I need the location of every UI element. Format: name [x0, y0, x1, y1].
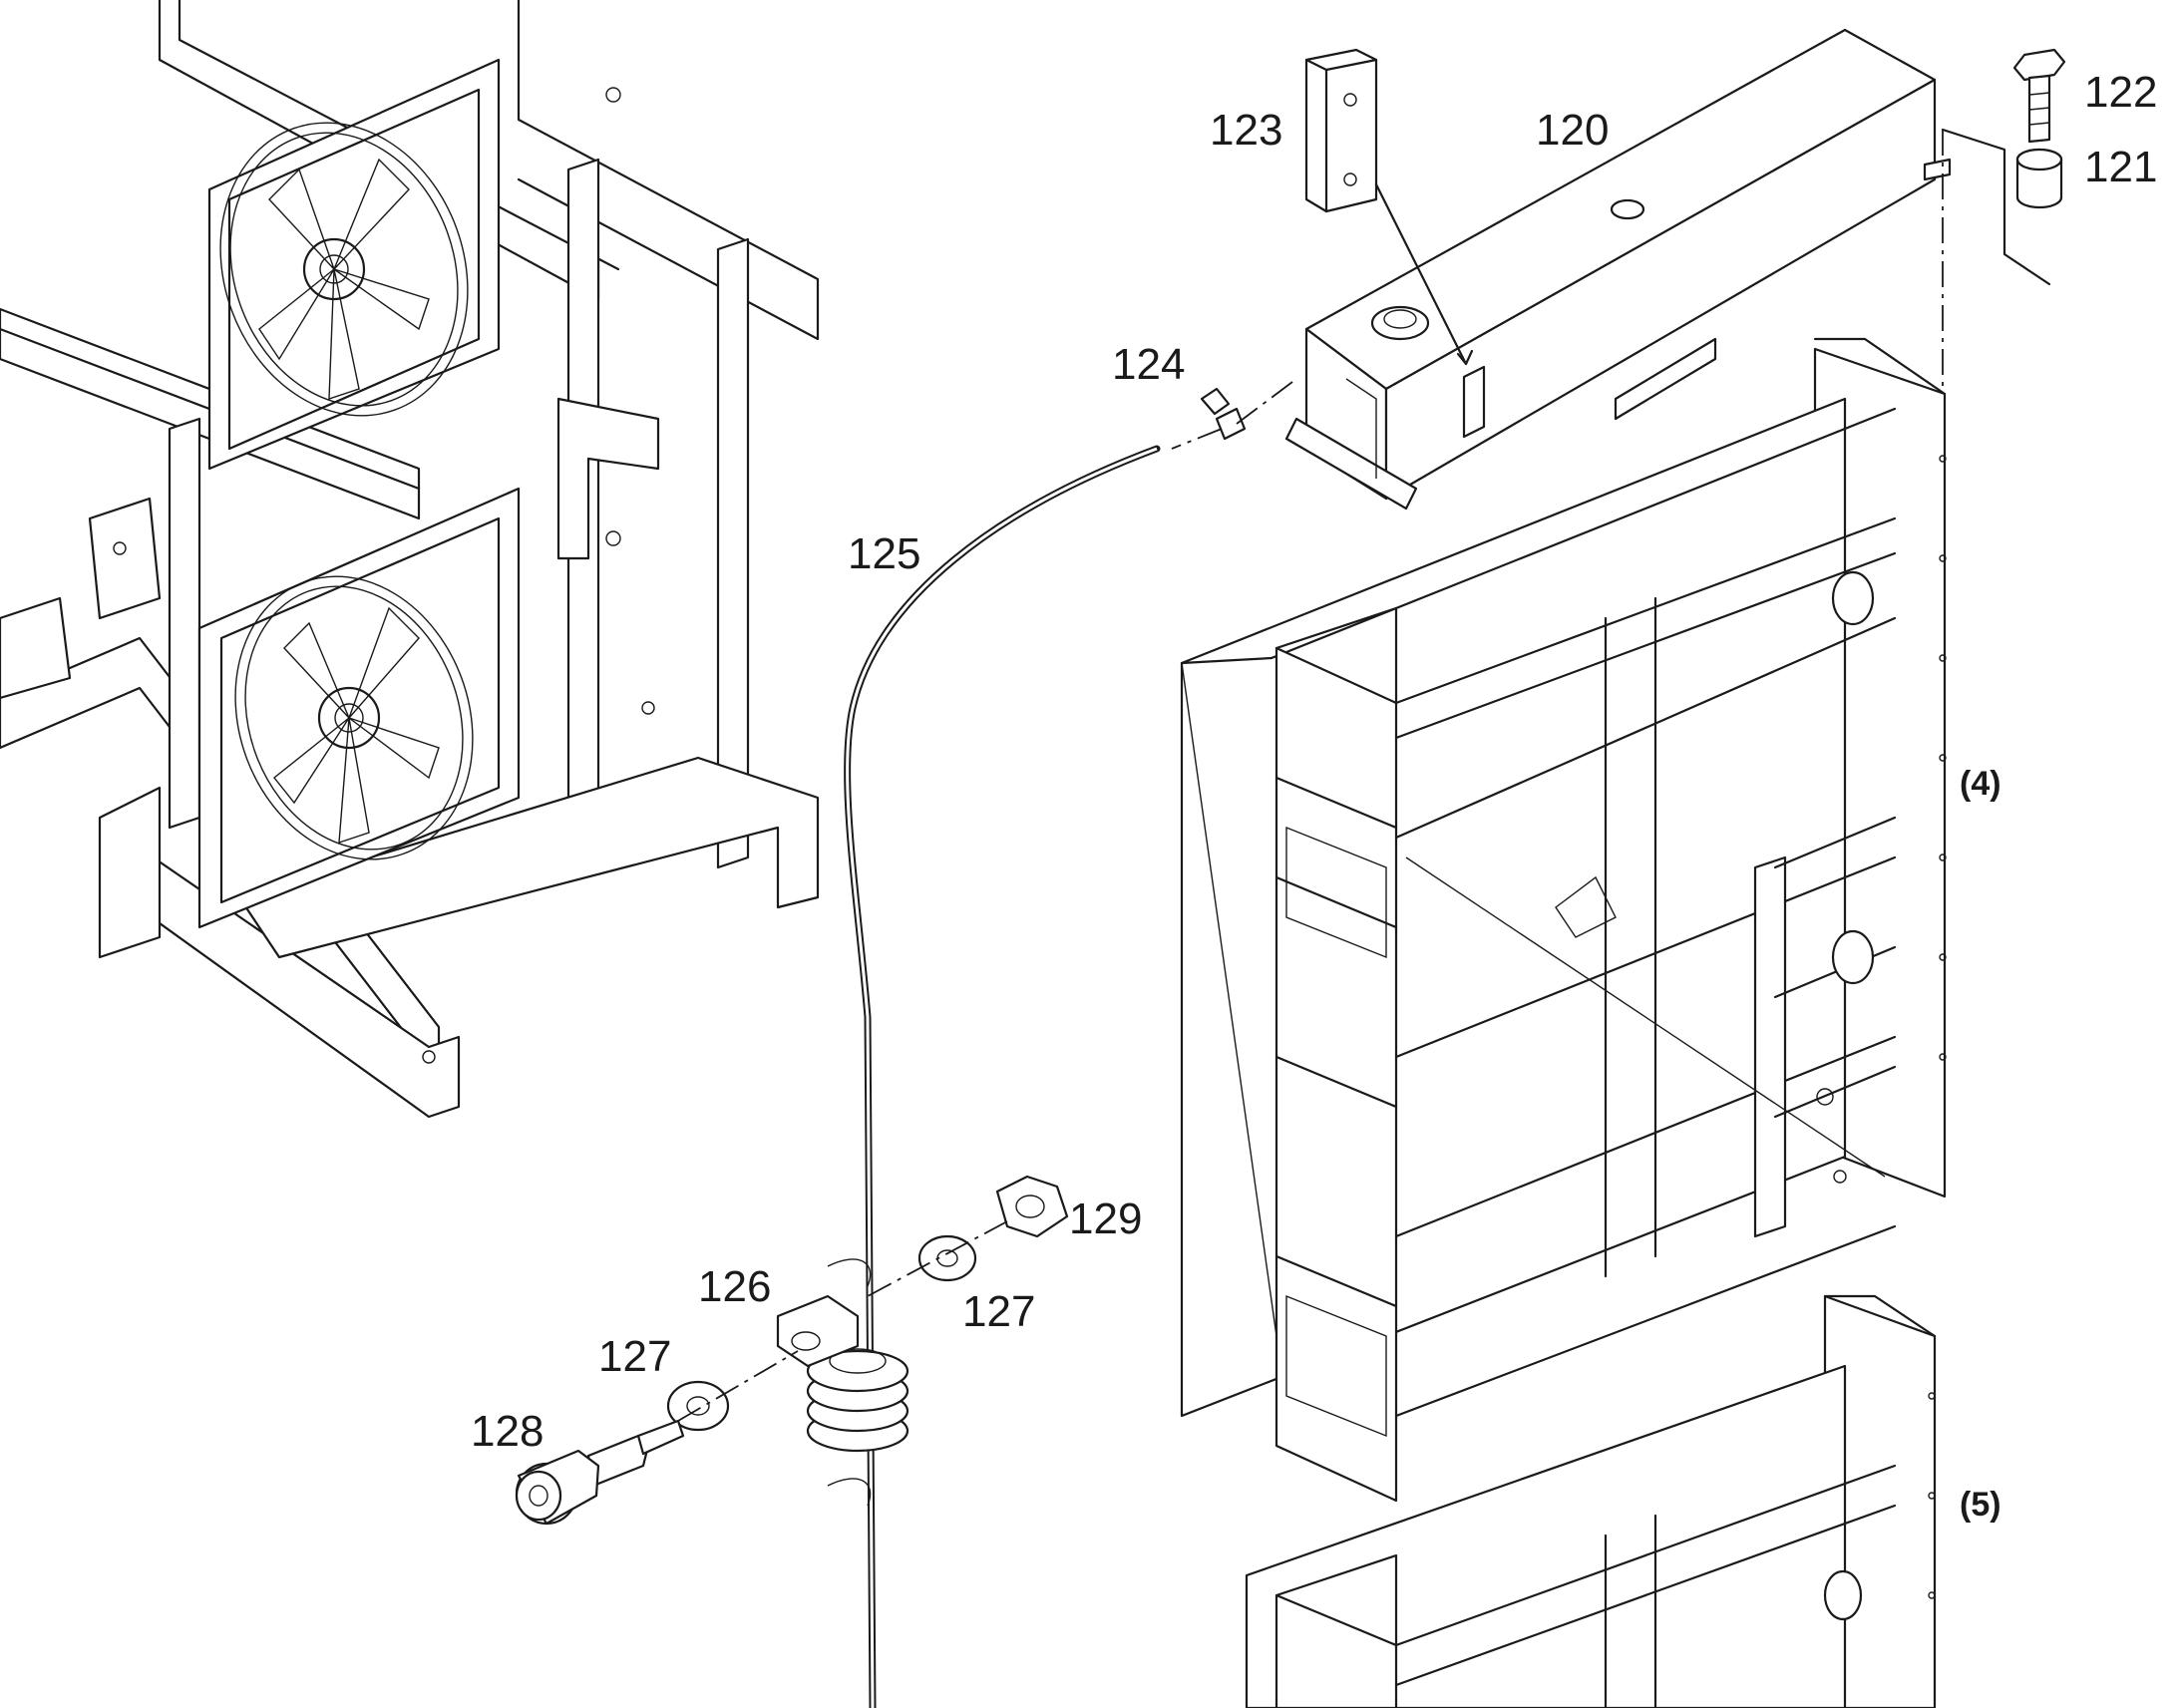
callout-127-right: 127 — [962, 1287, 1035, 1336]
callout-120: 120 — [1536, 106, 1609, 155]
callout-128: 128 — [471, 1407, 544, 1456]
callout-125: 125 — [848, 529, 920, 578]
callout-124: 124 — [1112, 340, 1185, 389]
level-sensor-mount — [1462, 365, 1486, 439]
lower-fan — [234, 575, 474, 860]
callout-126: 126 — [698, 1262, 771, 1311]
spacer-121 — [2015, 148, 2063, 209]
hose-fitting — [1200, 387, 1247, 441]
ref-group-5: (5) — [1960, 1486, 2001, 1524]
nut-129 — [995, 1175, 1069, 1238]
callout-121: 121 — [2084, 143, 2157, 191]
hose-clamp — [776, 1294, 909, 1453]
bolt-122 — [2012, 48, 2066, 144]
radiator-group-4 — [1180, 337, 1947, 1503]
coolant-hose — [844, 445, 1161, 1708]
callout-123: 123 — [1210, 106, 1282, 155]
ref-group-4: (4) — [1960, 765, 2001, 803]
callout-127-left: 127 — [598, 1332, 671, 1381]
callout-122: 122 — [2084, 68, 2157, 117]
upper-fan — [219, 122, 469, 417]
socket-screw-128 — [515, 1419, 685, 1526]
washer-127-right — [917, 1234, 977, 1282]
fan-frame-assembly — [0, 0, 820, 1119]
radiator-group-5 — [1245, 1294, 1937, 1708]
level-switch — [1304, 48, 1474, 366]
expansion-tank — [1284, 28, 1952, 511]
callout-129: 129 — [1069, 1195, 1142, 1243]
